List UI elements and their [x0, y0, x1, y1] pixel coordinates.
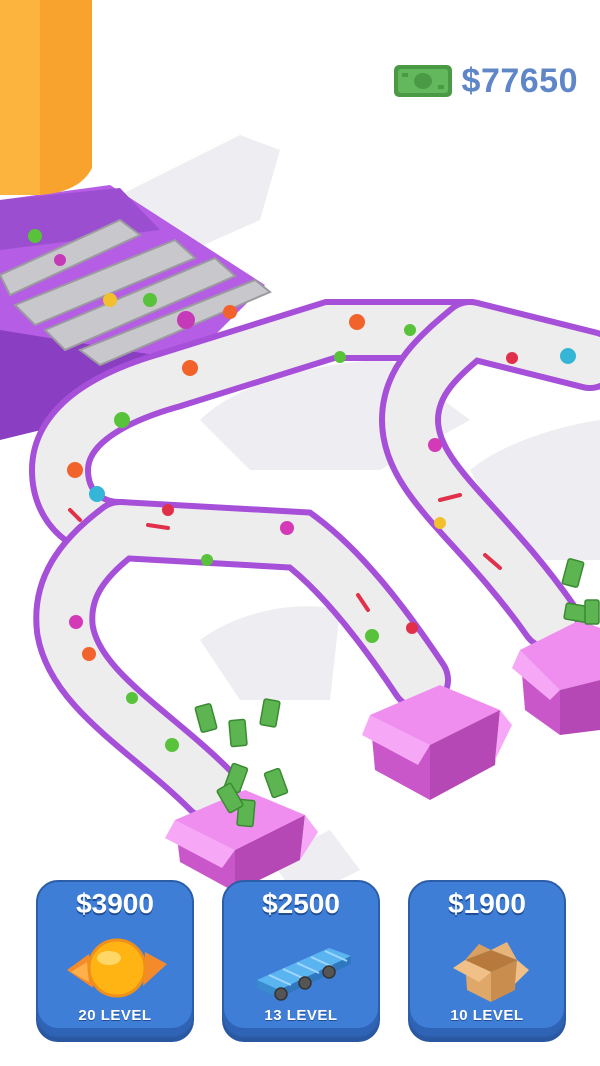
level-number: 20: [78, 1007, 97, 1024]
candies: [28, 229, 576, 752]
level-number: 10: [450, 1007, 469, 1024]
upgrade-level: 13 LEVEL: [224, 1007, 378, 1024]
upgrade-price: $2500: [262, 888, 340, 919]
conveyor-belt-icon: [257, 948, 351, 1001]
level-label: LEVEL: [472, 1007, 524, 1024]
box-middle: [362, 685, 512, 800]
boxes: [165, 620, 600, 892]
upgrade-price: $3900: [76, 888, 154, 919]
level-label: LEVEL: [286, 1007, 338, 1024]
upgrade-level: 10 LEVEL: [410, 1007, 564, 1024]
upgrade-candy-button[interactable]: $3900 20 LEVEL: [36, 880, 194, 1038]
cash-bills: [194, 558, 600, 828]
money-display: $77650: [392, 58, 578, 104]
hopper: [0, 0, 92, 195]
level-number: 13: [264, 1007, 283, 1024]
upgrade-price: $1900: [448, 888, 526, 919]
cash-icon: [393, 65, 452, 97]
upgrade-box-button[interactable]: $1900 10 LEVEL: [408, 880, 566, 1038]
box-right: [512, 620, 600, 735]
cardboard-box-icon: [453, 942, 529, 1002]
candy-icon: [67, 938, 167, 998]
level-label: LEVEL: [100, 1007, 152, 1024]
upgrade-conveyor-button[interactable]: $2500 13 LEVEL: [222, 880, 380, 1038]
upgrade-level: 20 LEVEL: [38, 1007, 192, 1024]
money-value: $77650: [461, 61, 578, 100]
